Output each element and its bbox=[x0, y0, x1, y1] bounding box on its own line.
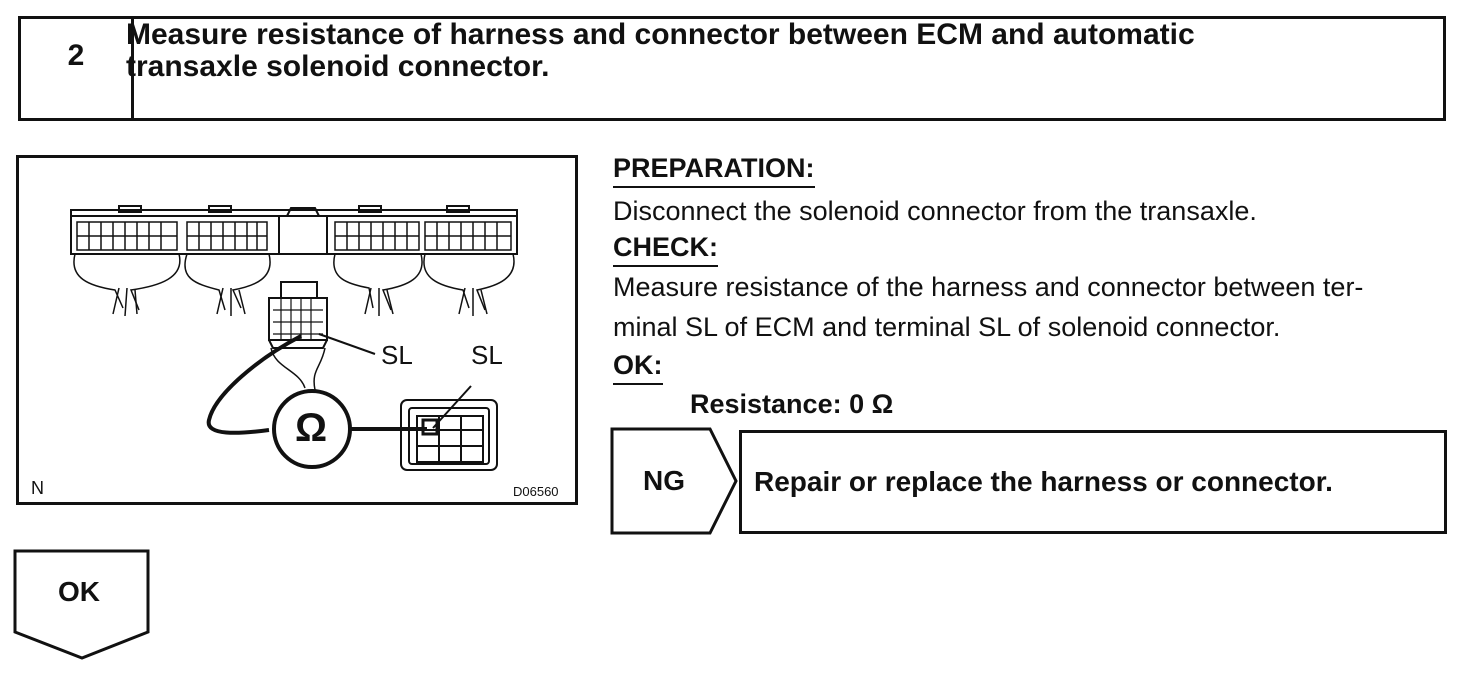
ng-action-box bbox=[739, 430, 1447, 534]
figure-code: D06560 bbox=[513, 484, 559, 499]
connector-diagram bbox=[70, 205, 518, 471]
check-heading: CHECK: bbox=[613, 232, 718, 267]
step-title-line-1: Measure resistance of harness and connec… bbox=[126, 18, 1195, 51]
wiring-illustration: SL SL Ω N D06560 bbox=[16, 155, 578, 505]
corner-label: N bbox=[31, 478, 44, 498]
ng-label: NG bbox=[643, 465, 685, 496]
ok-arrow-shape bbox=[13, 549, 150, 660]
resistance-spec: Resistance: 0 Ω bbox=[690, 389, 894, 419]
label-sl-solenoid: SL bbox=[471, 340, 503, 370]
preparation-text: Disconnect the solenoid connector from t… bbox=[613, 196, 1257, 226]
ok-label: OK bbox=[58, 576, 100, 607]
ohm-symbol: Ω bbox=[295, 406, 328, 450]
step-title: Measure resistance of harness and connec… bbox=[126, 19, 1406, 83]
step-title-line-2: transaxle solenoid connector. bbox=[126, 50, 550, 83]
label-sl-ecm: SL bbox=[381, 340, 413, 370]
ok-heading: OK: bbox=[613, 350, 663, 385]
step-header-box: 2 bbox=[18, 16, 1446, 121]
step-number: 2 bbox=[21, 19, 134, 118]
ecm-test-connector bbox=[268, 281, 328, 349]
ng-action-text: Repair or replace the harness or connect… bbox=[754, 466, 1333, 497]
check-text-line-1: Measure resistance of the harness and co… bbox=[613, 272, 1364, 302]
ng-arrow-shape bbox=[610, 427, 738, 535]
check-text-line-2: minal SL of ECM and terminal SL of solen… bbox=[613, 312, 1281, 342]
preparation-heading: PREPARATION: bbox=[613, 153, 815, 188]
solenoid-connector bbox=[400, 399, 498, 471]
